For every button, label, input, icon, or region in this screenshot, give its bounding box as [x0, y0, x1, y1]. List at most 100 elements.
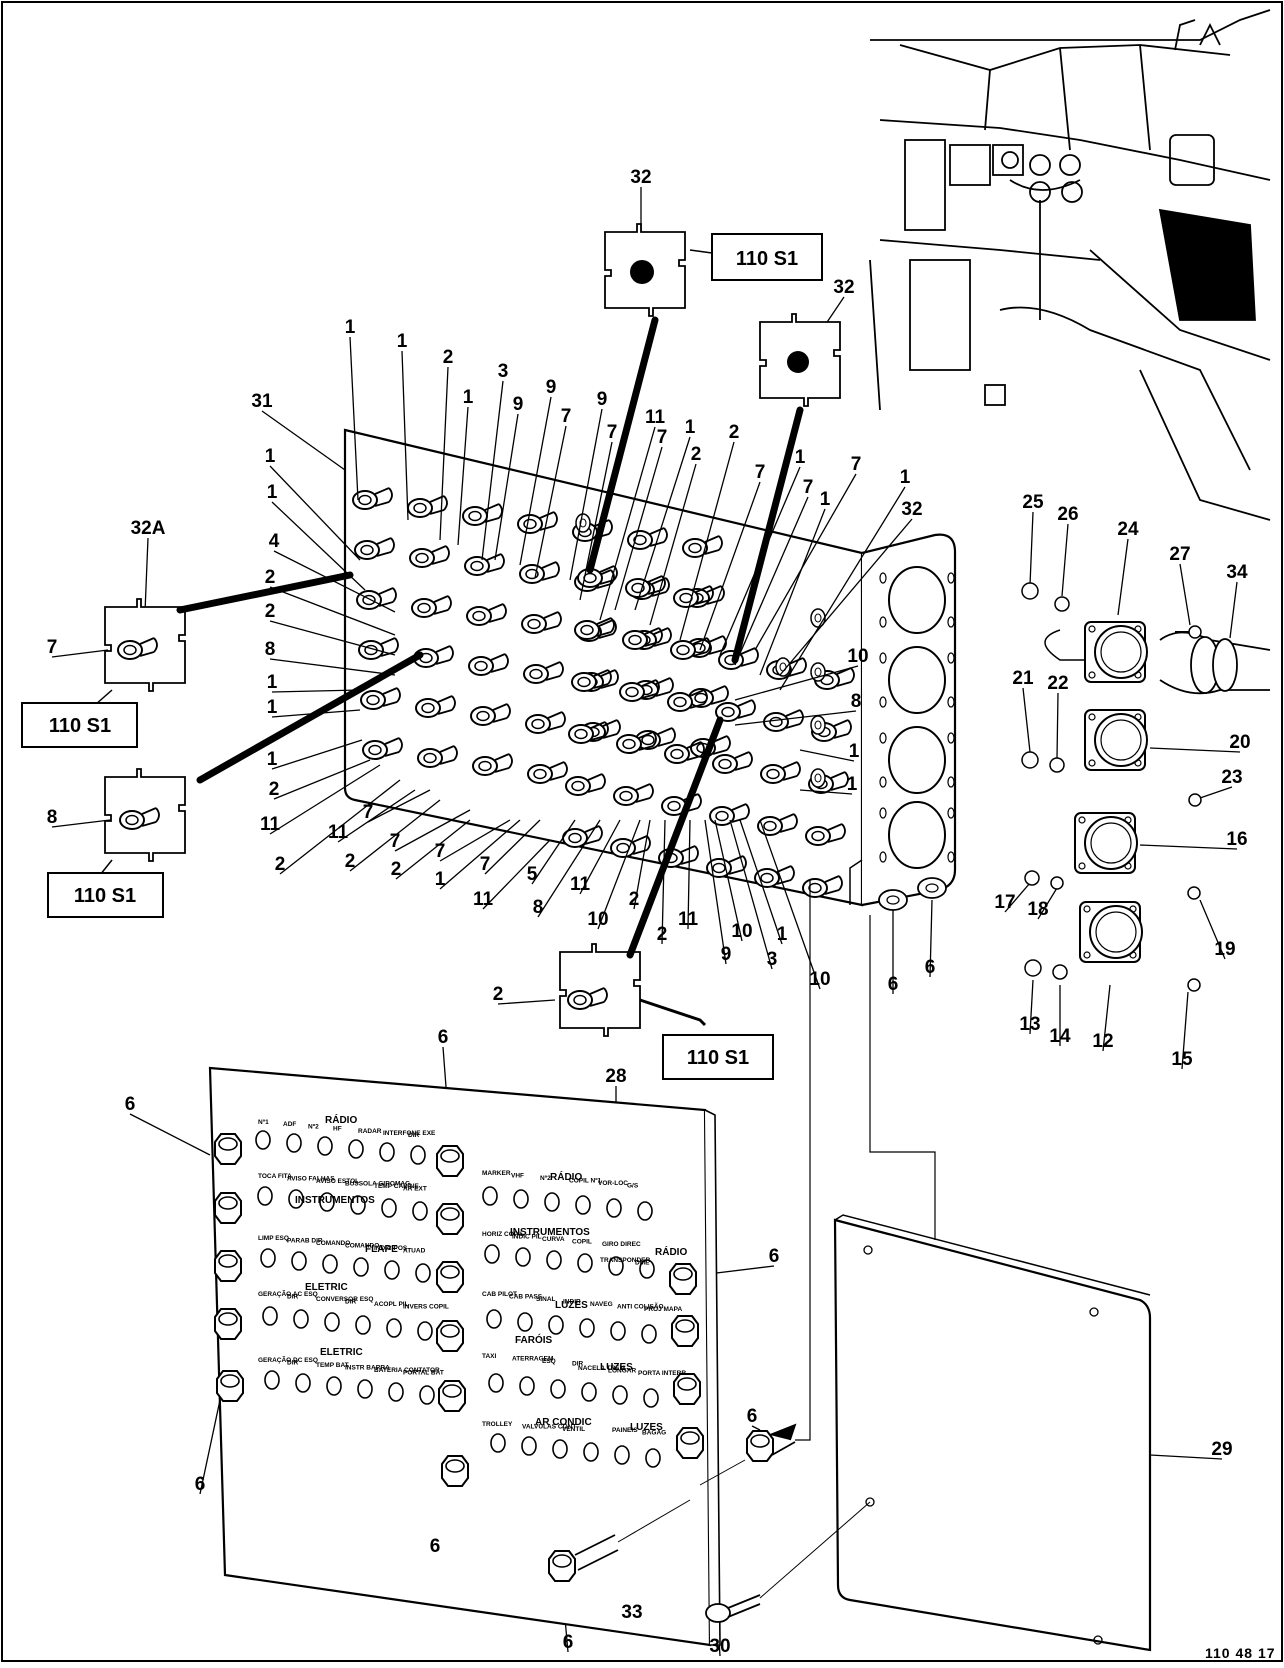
panel-sublabel: TAXI: [482, 1353, 497, 1360]
callout-29: 29: [1211, 1439, 1232, 1460]
panel-sublabel: CONVERSOR ESQ: [316, 1296, 373, 1303]
panel-sublabel: G/S: [627, 1183, 639, 1190]
callout-2: 2: [275, 854, 286, 875]
leader-line: [51, 819, 111, 828]
hex-nut: [438, 1380, 466, 1412]
callout-9: 9: [546, 377, 557, 398]
panel-jack-hole: [637, 1201, 653, 1221]
fp-radio-header: RÁDIO: [325, 1113, 357, 1126]
callout-6: 6: [125, 1094, 136, 1115]
leader-line: [401, 350, 409, 521]
callout-26: 26: [1057, 504, 1078, 525]
document-number: 110 48 17: [1205, 1645, 1276, 1661]
callout-20: 20: [1229, 732, 1250, 753]
leader-line: [481, 380, 504, 561]
hex-nut: [436, 1320, 464, 1352]
leader-line: [457, 406, 469, 546]
callout-1: 1: [267, 482, 278, 503]
leader-line: [394, 809, 471, 852]
leader-line: [633, 819, 651, 910]
fp-radio-right-header: RÁDIO: [550, 1170, 582, 1183]
front-panel-jack-holes: [255, 1130, 661, 1468]
fp-instr-right-header: INSTRUMENTOS: [510, 1227, 590, 1238]
connector-cutout: [888, 566, 946, 634]
callout-10: 10: [809, 969, 830, 990]
callout-1: 1: [435, 869, 446, 890]
panel-jack-hole: [513, 1189, 529, 1209]
callout-9: 9: [597, 389, 608, 410]
panel-jack-hole: [614, 1445, 630, 1465]
cockpit-location-inset: [869, 9, 1271, 521]
panel-sublabel: NAVEG: [590, 1301, 613, 1308]
callout-2: 2: [269, 779, 280, 800]
panel-hole: [810, 768, 826, 788]
panel-sublabel: RADAR: [358, 1128, 382, 1135]
callout-5: 5: [527, 864, 538, 885]
panel-jack-hole: [355, 1315, 371, 1335]
callout-2: 2: [657, 924, 668, 945]
panel-jack-hole: [357, 1379, 373, 1399]
leader-line: [614, 446, 663, 611]
fp-radio2-right-header: RÁDIO: [655, 1245, 687, 1258]
callout-1: 1: [267, 697, 278, 718]
leader-line: [1149, 1454, 1223, 1460]
leader-line: [129, 1113, 211, 1156]
panel-jack-hole: [521, 1436, 537, 1456]
connector-20-assembly: [1021, 709, 1202, 807]
callout-13: 13: [1019, 1014, 1040, 1035]
connector-cutout: [888, 801, 946, 869]
panel-jack-hole: [326, 1376, 342, 1396]
panel-sublabel: INDIC PIL: [512, 1234, 542, 1241]
hex-nut: [216, 1370, 244, 1402]
detail-tag-32-top: [604, 223, 686, 317]
callout-7: 7: [607, 422, 618, 443]
hex-nut: [214, 1250, 242, 1282]
panel-jack-hole: [264, 1370, 280, 1390]
ref-label-left-1: 110 S1: [49, 715, 111, 737]
detail-tag-7: [104, 598, 186, 692]
leader-line: [699, 481, 761, 651]
connector-24-assembly: [1021, 582, 1271, 695]
callout-2: 2: [265, 601, 276, 622]
leader-line: [799, 789, 853, 795]
panel-sublabel: COPIL Nº1: [569, 1178, 602, 1185]
callout-33: 33: [621, 1602, 642, 1623]
detail-reference-bars: [176, 316, 804, 959]
panel-jack-hole: [575, 1195, 591, 1215]
hex-nut: [671, 1315, 699, 1347]
leader-line: [1037, 887, 1058, 920]
ref-label-bottom: 110 S1: [687, 1047, 749, 1069]
panel-jack-hole: [612, 1385, 628, 1405]
callout-7: 7: [803, 477, 814, 498]
leader-line: [273, 759, 371, 800]
leader-line: [649, 463, 697, 626]
hex-nut: [676, 1427, 704, 1459]
panel-jack-hole: [548, 1315, 564, 1335]
leader-line: [734, 496, 809, 666]
leader-line: [661, 819, 666, 945]
callout-32: 32: [901, 499, 922, 520]
panel-sublabel: COMANDO: [345, 1243, 379, 1250]
leader-line: [729, 819, 773, 970]
panel-sublabel: ADF: [283, 1121, 296, 1128]
panel-sublabel: PARAB DIR: [287, 1238, 323, 1245]
callout-7: 7: [480, 854, 491, 875]
panel-jack-hole: [579, 1318, 595, 1338]
panel-jack-hole: [484, 1244, 500, 1264]
panel-jack-hole: [419, 1385, 435, 1405]
callout-1: 1: [777, 924, 788, 945]
panel-jack-hole: [415, 1263, 431, 1283]
callout-1: 1: [267, 749, 278, 770]
fp-luzes3-header: LUZES: [630, 1422, 663, 1433]
hex-nut: [436, 1203, 464, 1235]
leader-line: [597, 819, 641, 930]
callout-7: 7: [561, 406, 572, 427]
panel-sublabel: HORIZ COPIL: [482, 1231, 524, 1238]
panel-sublabel: PORTAL BAT: [403, 1370, 444, 1377]
panel-sublabel: HF: [333, 1126, 342, 1133]
leader-line: [1004, 882, 1031, 913]
leader-line: [269, 620, 396, 656]
